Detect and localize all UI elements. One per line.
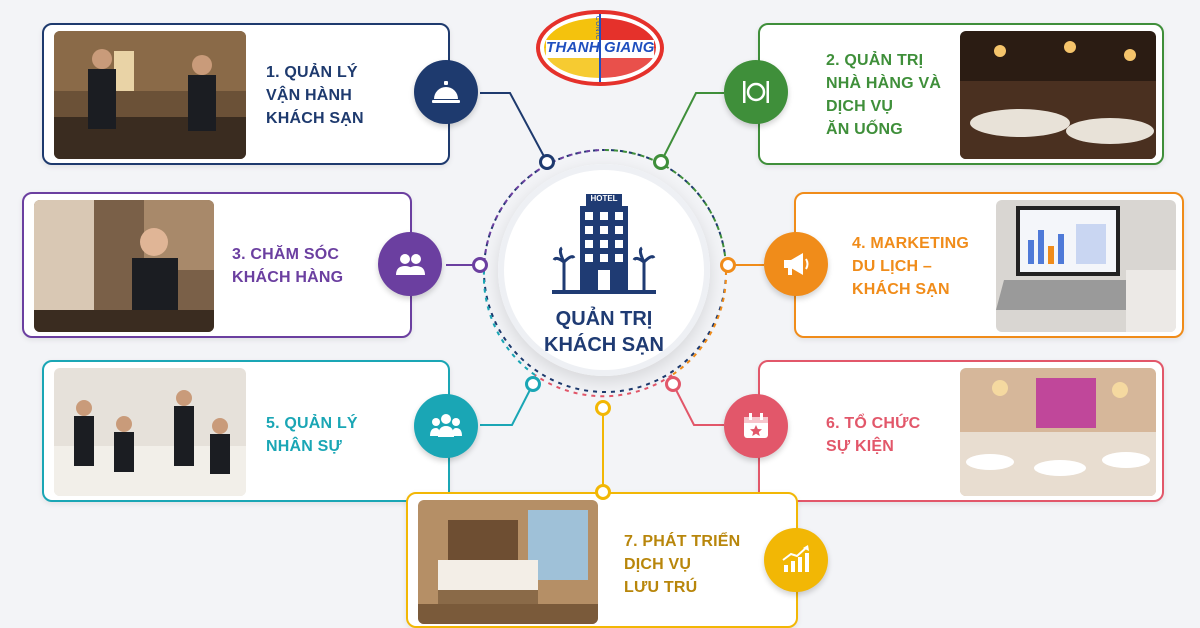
link-m5 (480, 383, 534, 426)
calendar-star-icon (744, 413, 768, 438)
junction-dot-m6 (665, 376, 681, 392)
link-m2 (660, 92, 724, 163)
marketing-laptop-photo (996, 200, 1176, 332)
plate-cutlery-icon (743, 81, 769, 103)
service-bell-icon (432, 81, 460, 103)
hotel-reception-photo (54, 31, 246, 159)
link-m1 (480, 92, 548, 163)
card-module-4[interactable]: 4. MARKETING DU LỊCH – KHÁCH SẠN (794, 192, 1184, 338)
junction-dot-m7b (595, 484, 611, 500)
module-4-icon[interactable] (764, 232, 828, 296)
hotel-room-photo (418, 500, 598, 624)
card-module-2[interactable]: 2. QUẢN TRỊ NHÀ HÀNG VÀ DỊCH VỤ ĂN UỐNG (758, 23, 1164, 165)
megaphone-icon (784, 253, 809, 275)
event-ballroom-photo (960, 368, 1156, 496)
module-2-label: 2. QUẢN TRỊ NHÀ HÀNG VÀ DỊCH VỤ ĂN UỐNG (826, 52, 942, 138)
customers-icon (396, 254, 425, 275)
logo-subtext: CONIC (594, 16, 600, 41)
junction-dot-m4 (720, 257, 736, 273)
card-module-3[interactable]: 3. CHĂM SÓC KHÁCH HÀNG (22, 192, 412, 338)
company-logo: THANH GIANG CONIC (536, 10, 664, 86)
junction-dot-m1 (539, 154, 555, 170)
link-m6 (672, 383, 724, 426)
restaurant-dining-photo (960, 31, 1156, 159)
hotel-building-icon (552, 194, 656, 294)
module-6-label: 6. TỔ CHỨC SỰ KIỆN (826, 415, 921, 455)
module-5-label: 5. QUẢN LÝ NHÂN SỰ (266, 415, 358, 455)
team-icon (430, 414, 462, 437)
module-5-icon[interactable] (414, 394, 478, 458)
customer-care-photo (34, 200, 214, 332)
module-3-label: 3. CHĂM SÓC KHÁCH HÀNG (232, 246, 344, 286)
module-3-icon[interactable] (378, 232, 442, 296)
card-module-6[interactable]: 6. TỔ CHỨC SỰ KIỆN (758, 360, 1164, 502)
junction-dot-m3 (472, 257, 488, 273)
junction-dot-m2 (653, 154, 669, 170)
growth-chart-icon (782, 545, 809, 572)
module-7-icon[interactable] (764, 528, 828, 592)
logo-word-left: THANH (546, 39, 600, 56)
card-module-1[interactable]: 1. QUẢN LÝ VẬN HÀNH KHÁCH SẠN (42, 23, 450, 165)
module-1-icon[interactable] (414, 60, 478, 124)
card-module-5[interactable]: 5. QUẢN LÝ NHÂN SỰ (42, 360, 450, 502)
card-module-7[interactable]: 7. PHÁT TRIỂN DỊCH VỤ LƯU TRÚ (406, 492, 798, 628)
hotel-sign: HOTEL (590, 194, 618, 203)
staff-meeting-photo (54, 368, 246, 496)
logo-word-right: GIANG (604, 39, 655, 56)
hub-title: QUẢN TRỊ KHÁCH SẠN (544, 308, 664, 356)
module-6-icon[interactable] (724, 394, 788, 458)
module-7-label: 7. PHÁT TRIỂN DỊCH VỤ LƯU TRÚ (624, 533, 741, 596)
module-1-label: 1. QUẢN LÝ VẬN HÀNH KHÁCH SẠN (266, 64, 364, 127)
junction-dot-m5 (525, 376, 541, 392)
module-4-label: 4. MARKETING DU LỊCH – KHÁCH SẠN (852, 235, 970, 298)
module-2-icon[interactable] (724, 60, 788, 124)
junction-dot-m7a (595, 400, 611, 416)
